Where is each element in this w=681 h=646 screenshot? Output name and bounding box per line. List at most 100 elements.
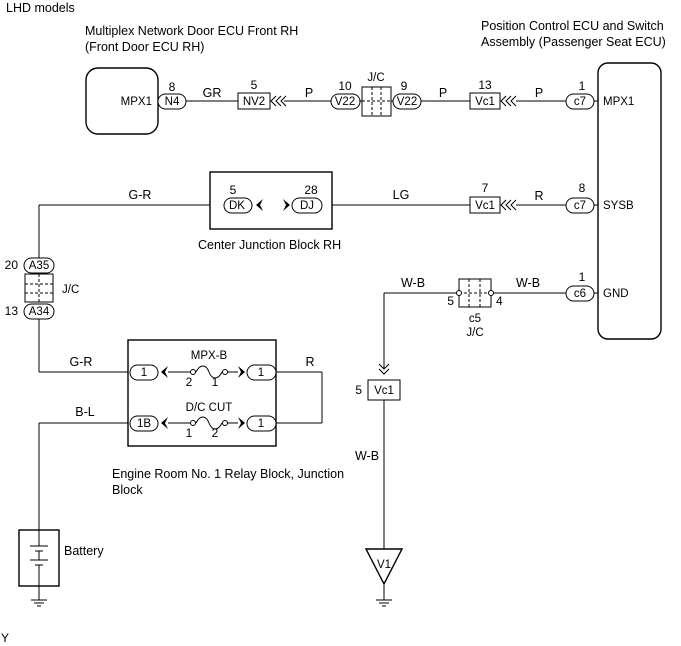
connector-c6 [565, 285, 595, 302]
connector-vc1-low-code: Vc1 [374, 385, 394, 397]
connector-a35-code: A35 [29, 260, 49, 272]
relay-connector-1b-code: 1B [137, 418, 151, 430]
fuse-mpx-b-pin-left: 2 [186, 375, 193, 389]
connector-c7-mid-code: c7 [574, 200, 586, 212]
connector-a35-pin: 20 [5, 258, 19, 272]
connector-n4-pin: 8 [169, 80, 176, 94]
relay-connector-1-right-low [246, 415, 277, 432]
battery-icon [30, 530, 48, 586]
connector-a34-pin: 13 [5, 304, 19, 318]
ground-point-v1-label: V1 [377, 559, 391, 571]
door-ecu-title-2: (Front Door ECU RH) [85, 40, 204, 54]
seat-ecu-pin-mpx1: MPX1 [603, 96, 634, 108]
ground-symbol-icon [376, 599, 392, 607]
fuse-mpx-b-pin-right: 1 [212, 375, 219, 389]
wire-label-r-mid: R [534, 189, 543, 203]
relay-connector-1b [129, 415, 159, 432]
connector-c6-code: c6 [574, 288, 586, 300]
connector-c7-mid [565, 197, 595, 214]
inline-connector-chevrons [500, 95, 517, 107]
door-ecu-pin-mpx1: MPX1 [121, 96, 152, 108]
relay-connector-1-left [129, 364, 159, 381]
seat-ecu-title-2: Assembly (Passenger Seat ECU) [481, 35, 666, 49]
fuse-mpx-b-label: MPX-B [191, 350, 228, 362]
wire-label-b-l: B-L [75, 405, 95, 419]
relay-connector-1-right-code: 1 [258, 367, 264, 379]
connector-vc1-top-pin: 13 [478, 78, 492, 92]
wire-label-w-b-3: W-B [355, 449, 379, 463]
junction-connector-top [361, 86, 392, 117]
relay-connector-1-left-code: 1 [141, 367, 147, 379]
connector-c6-pin: 1 [579, 270, 586, 284]
fuse-dc-cut [195, 416, 223, 430]
wire-label-w-b-1: W-B [401, 276, 425, 290]
connector-v22-right [392, 93, 422, 110]
ground-point-v1 [364, 548, 404, 586]
terminal-arrow [161, 366, 168, 378]
connector-nv2-code: NV2 [243, 96, 265, 108]
junction-connector-left [24, 273, 54, 303]
connector-a34 [23, 303, 55, 320]
junction-connector-c5-code: c5 [469, 313, 481, 325]
wire-label-lg: LG [393, 188, 410, 202]
connector-c7-mid-pin: 8 [579, 181, 586, 195]
connector-c7-top [565, 93, 595, 110]
wire-label-p-3: P [535, 86, 543, 100]
relay-connector-1-right-low-code: 1 [258, 418, 264, 430]
footer-mark: Y [1, 631, 9, 645]
junction-connector-top-label: J/C [367, 72, 384, 84]
connector-vc1-top [469, 92, 501, 110]
wire-label-p-2: P [439, 86, 447, 100]
fuse-mpx-b [195, 365, 223, 379]
connector-vc1-low [367, 379, 401, 401]
connector-v22-left-pin: 10 [338, 79, 352, 93]
connector-nv2-pin: 5 [251, 78, 258, 92]
connector-vc1-top-code: Vc1 [475, 96, 495, 108]
page-title: LHD models [6, 1, 75, 15]
wire-label-g-r-low: G-R [70, 355, 93, 369]
connector-v22-right-pin: 9 [401, 79, 408, 93]
connector-c7-top-code: c7 [574, 96, 586, 108]
battery-label: Battery [64, 544, 104, 558]
wire-label-gr: GR [203, 86, 222, 100]
wires [38, 100, 598, 600]
junction-connector-left-label: J/C [62, 284, 79, 296]
seat-ecu-pin-sysb: SYSB [603, 200, 634, 212]
junction-connector-c5-pin-right: 4 [496, 294, 503, 308]
connector-n4 [157, 93, 187, 110]
terminal-arrow [238, 366, 245, 378]
connector-c7-top-pin: 1 [579, 79, 586, 93]
terminal-arrow [161, 417, 168, 429]
connector-n4-code: N4 [165, 96, 180, 108]
relay-block-label-2: Block [112, 483, 143, 497]
seat-ecu-title-1: Position Control ECU and Switch [481, 19, 664, 33]
connector-a35 [23, 257, 55, 274]
junction-connector-c5-pin-left: 5 [447, 294, 454, 308]
fuse-dc-cut-label: D/C CUT [186, 402, 233, 414]
inline-connector-chevrons [500, 199, 517, 211]
connector-nv2 [237, 92, 271, 110]
connector-a34-code: A34 [29, 306, 50, 318]
connector-vc1-mid-pin: 7 [482, 181, 489, 195]
wire-label-p-1: P [305, 86, 313, 100]
connector-v22-left [330, 93, 361, 110]
connector-v22-right-code: V22 [397, 96, 417, 108]
connector-dk [223, 197, 253, 214]
connector-v22-left-code: V22 [335, 96, 355, 108]
connector-dk-pin: 5 [230, 183, 237, 197]
ground-symbol-icon [31, 599, 47, 607]
relay-connector-1-right [246, 364, 277, 381]
seat-ecu-box [597, 62, 662, 340]
junction-connector-c5-label: J/C [466, 327, 483, 339]
wire-label-w-b-2: W-B [516, 276, 540, 290]
connector-dj-code: DJ [300, 200, 314, 212]
terminal-arrow [283, 199, 290, 211]
terminal-arrow [256, 199, 263, 211]
seat-ecu-pin-gnd: GND [603, 288, 629, 300]
connector-dk-code: DK [229, 200, 245, 212]
inline-connector-chevrons [270, 95, 287, 107]
fuse-dc-cut-pin-left: 1 [186, 426, 193, 440]
fuse-dc-cut-pin-right: 2 [212, 426, 219, 440]
connector-vc1-low-pin: 5 [355, 383, 362, 397]
